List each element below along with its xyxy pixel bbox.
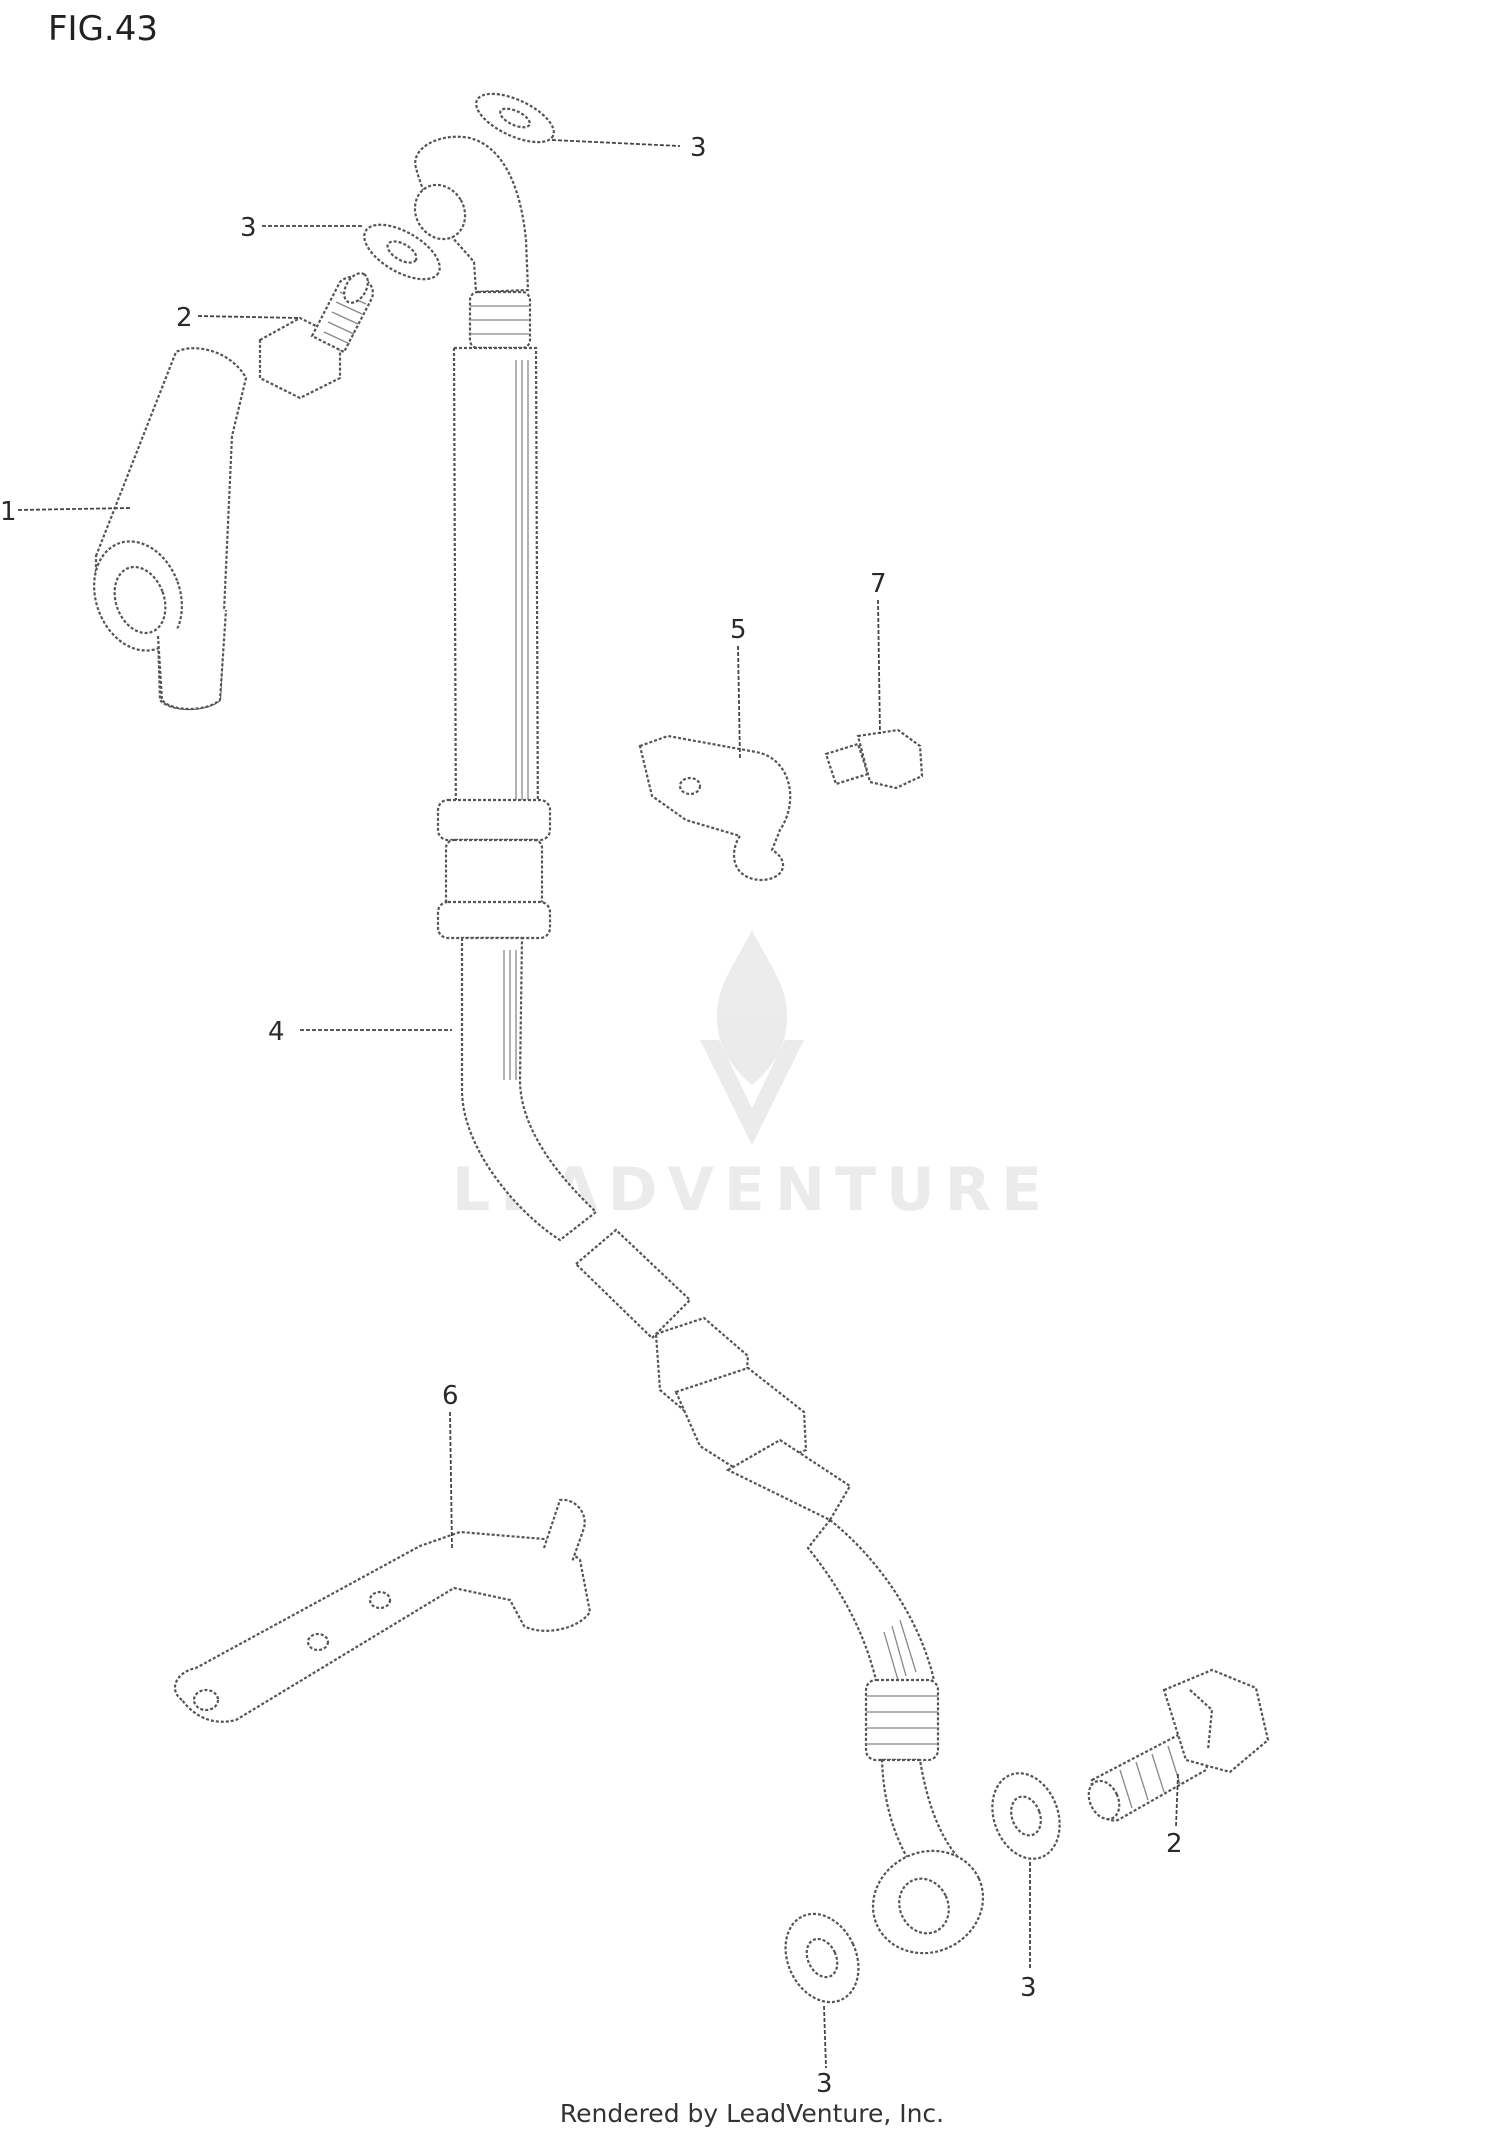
hose-bracket (173, 1498, 592, 1723)
small-bolt (824, 728, 924, 790)
hose-clamp (638, 734, 792, 882)
washer-bottom-right (991, 1772, 1061, 1860)
leader-bracket (449, 1411, 453, 1549)
footer-credit: Rendered by LeadVenture, Inc. (560, 2099, 944, 2128)
callout-bolt-bottom: 2 (1166, 1829, 1183, 1859)
callout-washer-top-left: 3 (240, 213, 257, 243)
leader-bolt-bottom (1175, 1773, 1179, 1827)
banjo-bolt-bottom (1087, 1668, 1270, 1822)
callout-clamp: 5 (730, 615, 747, 645)
callout-hose: 4 (268, 1017, 285, 1047)
brake-hose (413, 135, 985, 1955)
washer-top-left (363, 223, 441, 281)
leader-bolt-top (197, 315, 301, 319)
watermark-logo-icon (700, 930, 804, 1145)
leader-washer-bottom-left (823, 2005, 827, 2069)
callout-small-bolt: 7 (870, 569, 887, 599)
washer-bottom-left (784, 1912, 860, 2004)
callout-washer-bottom-left: 3 (816, 2069, 833, 2099)
figure-title: FIG.43 (48, 9, 158, 49)
leader-small-bolt (877, 599, 881, 735)
banjo-bolt-top (258, 272, 374, 400)
leader-clamp (737, 645, 741, 761)
callout-washer-bottom-right: 3 (1020, 1973, 1037, 2003)
hose-adapter (93, 347, 248, 710)
callout-washer-top-right: 3 (690, 133, 707, 163)
washer-top-right (475, 92, 555, 144)
leader-adapter (17, 507, 131, 511)
callout-bolt-top: 2 (176, 303, 193, 333)
leader-washer-top-right (551, 139, 681, 147)
callout-bracket: 6 (442, 1381, 459, 1411)
callout-adapter: 1 (0, 497, 17, 527)
